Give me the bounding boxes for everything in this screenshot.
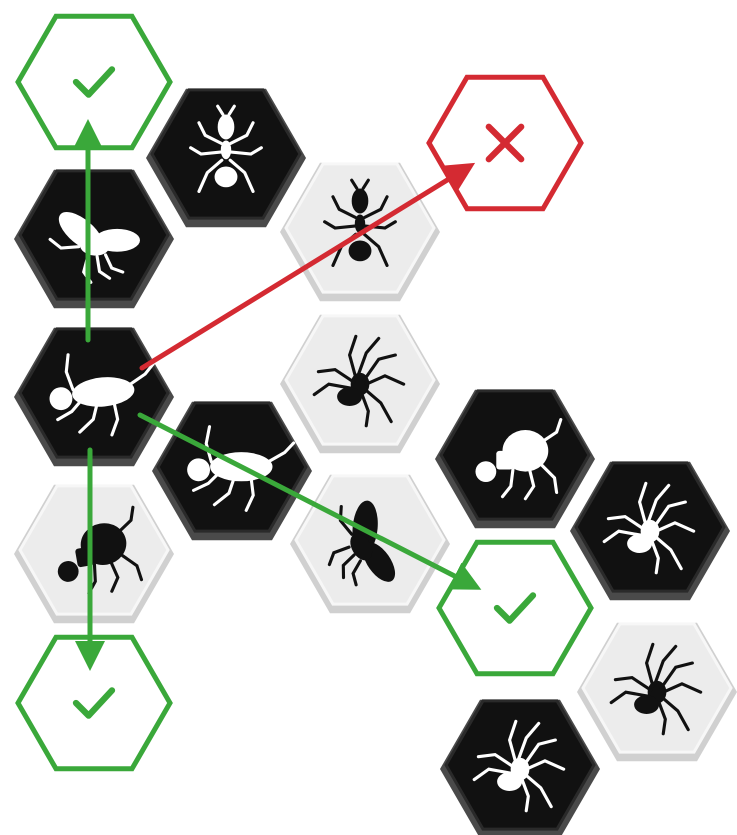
hive-piece-black-spider[interactable] — [570, 461, 730, 601]
move-target-valid[interactable] — [436, 539, 594, 677]
move-target-valid[interactable] — [15, 13, 173, 151]
hive-piece-black-ant[interactable] — [146, 88, 306, 228]
move-target-invalid[interactable] — [426, 74, 584, 212]
hive-piece-black-spider[interactable] — [440, 699, 600, 835]
valid-move-arrow — [137, 412, 482, 590]
hive-piece-black-cockroach[interactable] — [14, 327, 174, 467]
hive-piece-white-bee[interactable] — [290, 474, 450, 614]
hive-piece-black-beetle[interactable] — [435, 389, 595, 529]
hive-piece-white-beetle[interactable] — [14, 484, 174, 624]
invalid-move-arrow — [139, 162, 476, 371]
hive-piece-black-cockroach[interactable] — [152, 401, 312, 541]
hive-piece-white-spider[interactable] — [577, 622, 737, 762]
hive-piece-black-bee[interactable] — [14, 169, 174, 309]
hive-piece-white-spider[interactable] — [280, 314, 440, 454]
move-target-valid[interactable] — [15, 634, 173, 772]
